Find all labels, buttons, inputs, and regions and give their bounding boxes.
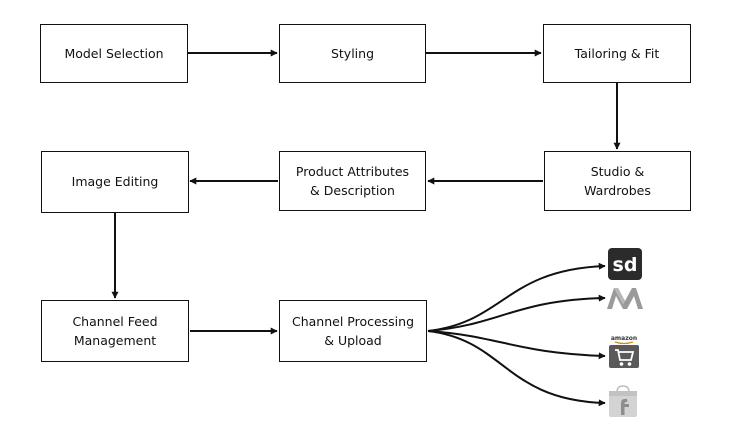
amazon-logo-text: amazon [611, 335, 637, 342]
step-tailoring-fit: Tailoring & Fit [543, 24, 691, 83]
snapdeal-logo-text: sd [613, 254, 638, 276]
step-studio-wardrobes: Studio & Wardrobes [544, 151, 691, 211]
step-product-attributes: Product Attributes & Description [279, 151, 426, 211]
fanout-arrow-myntra [427, 294, 606, 332]
snapdeal-logo-icon: sd [608, 248, 642, 280]
fanout-arrow-flipkart [427, 330, 606, 407]
flipkart-bag-logo-icon [609, 385, 637, 417]
step-styling: Styling [279, 24, 426, 83]
myntra-logo-icon [607, 288, 643, 309]
step-channel-processing-upload: Channel Processing & Upload [279, 300, 427, 362]
step-model-selection: Model Selection [40, 24, 188, 83]
step-channel-feed-management: Channel Feed Management [41, 300, 189, 362]
step-image-editing: Image Editing [41, 151, 189, 213]
fanout-arrow-snapdeal [427, 262, 606, 332]
fanout-arrow-amazon [427, 330, 606, 360]
amazon-cart-logo-icon: amazon [609, 335, 639, 368]
